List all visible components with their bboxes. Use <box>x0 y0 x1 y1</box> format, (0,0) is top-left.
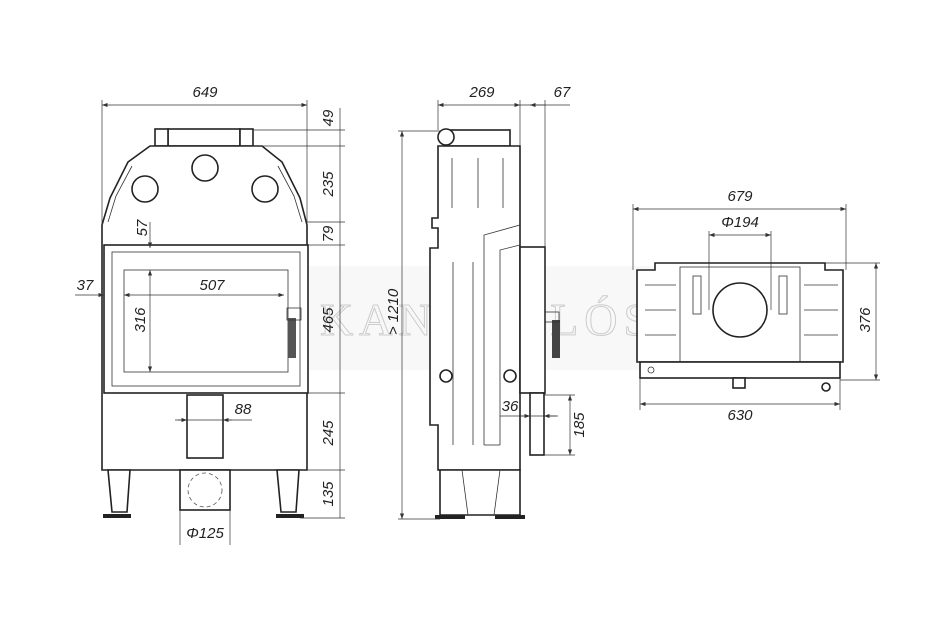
dim-collar-height: 49 <box>320 109 337 126</box>
dim-air-inlet-diameter: Φ125 <box>186 525 224 542</box>
side-view: 269 67 > 1210 36 185 <box>385 84 588 520</box>
outlet-pipe-left <box>131 175 159 203</box>
dim-top-width: 679 <box>727 188 753 205</box>
dim-frame-gap: 79 <box>320 225 337 242</box>
dim-depth: 269 <box>468 84 495 101</box>
outlet-pipe-center <box>191 154 219 182</box>
dim-top-section: 235 <box>320 171 337 198</box>
flue-outlet <box>712 282 768 338</box>
dim-inlet-offset: 36 <box>502 398 519 415</box>
dim-lower-section: 245 <box>320 420 337 447</box>
outlet-pipe-right <box>251 175 279 203</box>
dim-top-depth: 376 <box>857 307 874 333</box>
dim-air-duct-width: 88 <box>235 401 252 418</box>
front-view: 649 49 235 79 465 245 135 57 316 37 507 … <box>75 84 345 545</box>
dim-glass-width: 507 <box>199 277 225 294</box>
dim-glass-top-offset: 57 <box>134 219 151 236</box>
top-view: 679 Φ194 376 630 <box>632 188 880 424</box>
dim-glass-left-offset: 37 <box>77 277 94 294</box>
dim-door-protrusion: 67 <box>554 84 571 101</box>
dim-front-width: 630 <box>727 407 753 424</box>
dim-width: 649 <box>192 84 218 101</box>
dim-inlet-height: 185 <box>571 412 588 438</box>
dim-total-height: > 1210 <box>385 288 402 335</box>
door-handle <box>288 318 296 358</box>
dim-door-height: 465 <box>320 307 337 333</box>
dim-legs-height: 135 <box>320 481 337 507</box>
dim-glass-height: 316 <box>132 307 149 333</box>
dim-flue-diameter: Φ194 <box>721 214 759 231</box>
